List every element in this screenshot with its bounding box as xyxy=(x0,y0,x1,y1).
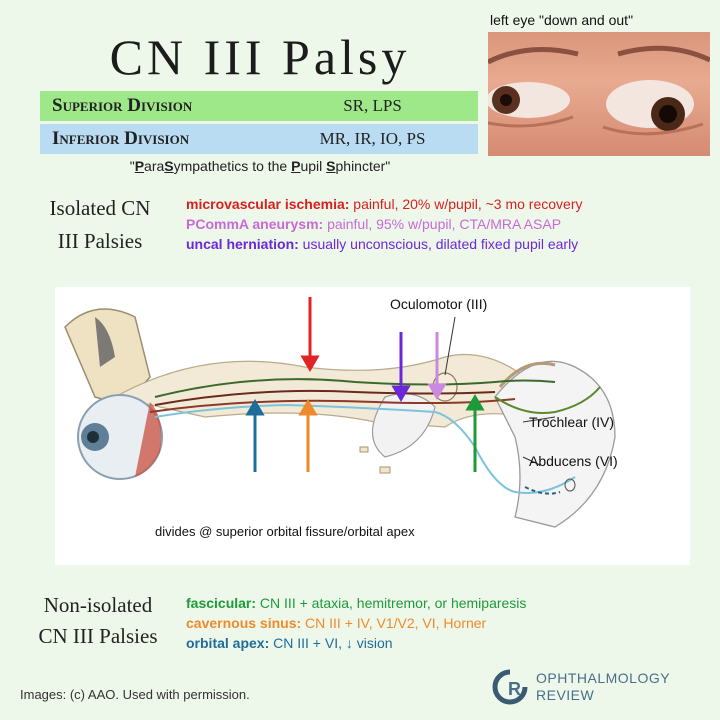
list-item: uncal herniation: usually unconscious, d… xyxy=(186,236,579,252)
superior-division-value: SR, LPS xyxy=(343,96,402,115)
isolated-list: microvascular ischemia: painful, 20% w/p… xyxy=(186,194,583,254)
oculomotor-label: Oculomotor (III) xyxy=(390,296,487,312)
isolated-heading: Isolated CN III Palsies xyxy=(49,196,151,253)
anatomy-diagram: Oculomotor (III) Trochlear (IV) Abducens… xyxy=(55,287,690,565)
purple-arrow xyxy=(391,332,411,402)
logo-mark-icon: R xyxy=(492,669,528,705)
oculomotor-nerve xyxy=(154,378,556,398)
non-isolated-list: fascicular: CN III + ataxia, hemitremor,… xyxy=(186,593,526,653)
superior-division-row: Superior Division SR, LPS xyxy=(40,91,478,121)
pink-arrow xyxy=(427,332,447,400)
svg-text:R: R xyxy=(508,679,521,699)
list-item: fascicular: CN III + ataxia, hemitremor,… xyxy=(186,595,527,611)
orange-arrow xyxy=(298,399,318,472)
page-title: CN III Palsy xyxy=(109,29,411,85)
list-item: cavernous sinus: CN III + IV, V1/V2, VI,… xyxy=(186,615,487,631)
image-credit: Images: (c) AAO. Used with permission. xyxy=(20,687,250,702)
brainstem-bone xyxy=(494,360,616,528)
superior-division-label: Superior Division xyxy=(52,95,193,116)
list-item: PCommA aneurysm: painful, 95% w/pupil, C… xyxy=(186,216,562,232)
inferior-division-value: MR, IR, IO, PS xyxy=(319,129,426,148)
photo-caption: left eye "down and out" xyxy=(490,12,634,28)
non-isolated-heading: Non-isolated CN III Palsies xyxy=(38,593,158,648)
abducens-nerve xyxy=(154,403,576,494)
mnemonic: "ParaSympathetics to the Pupil Sphincter… xyxy=(129,158,391,174)
logo-line1: OPHTHALMOLOGY xyxy=(536,670,671,686)
list-item: microvascular ischemia: painful, 20% w/p… xyxy=(186,196,583,212)
red-arrow xyxy=(300,297,320,372)
ophthalmology-review-logo: R OPHTHALMOLOGY REVIEW xyxy=(492,664,707,710)
green-arrow xyxy=(465,394,485,472)
eyes-photo xyxy=(488,32,710,156)
divides-label: divides @ superior orbital fissure/orbit… xyxy=(155,524,415,539)
trochlear-nerve xyxy=(494,386,601,414)
abducens-label: Abducens (VI) xyxy=(529,453,618,469)
trochlear-label: Trochlear (IV) xyxy=(529,414,614,430)
logo-line2: REVIEW xyxy=(536,687,595,703)
inferior-division-row: Inferior Division MR, IR, IO, PS xyxy=(40,124,478,154)
list-item: orbital apex: CN III + VI, ↓ vision xyxy=(186,635,393,651)
blue-arrow xyxy=(245,399,265,472)
inferior-division-label: Inferior Division xyxy=(52,128,190,149)
